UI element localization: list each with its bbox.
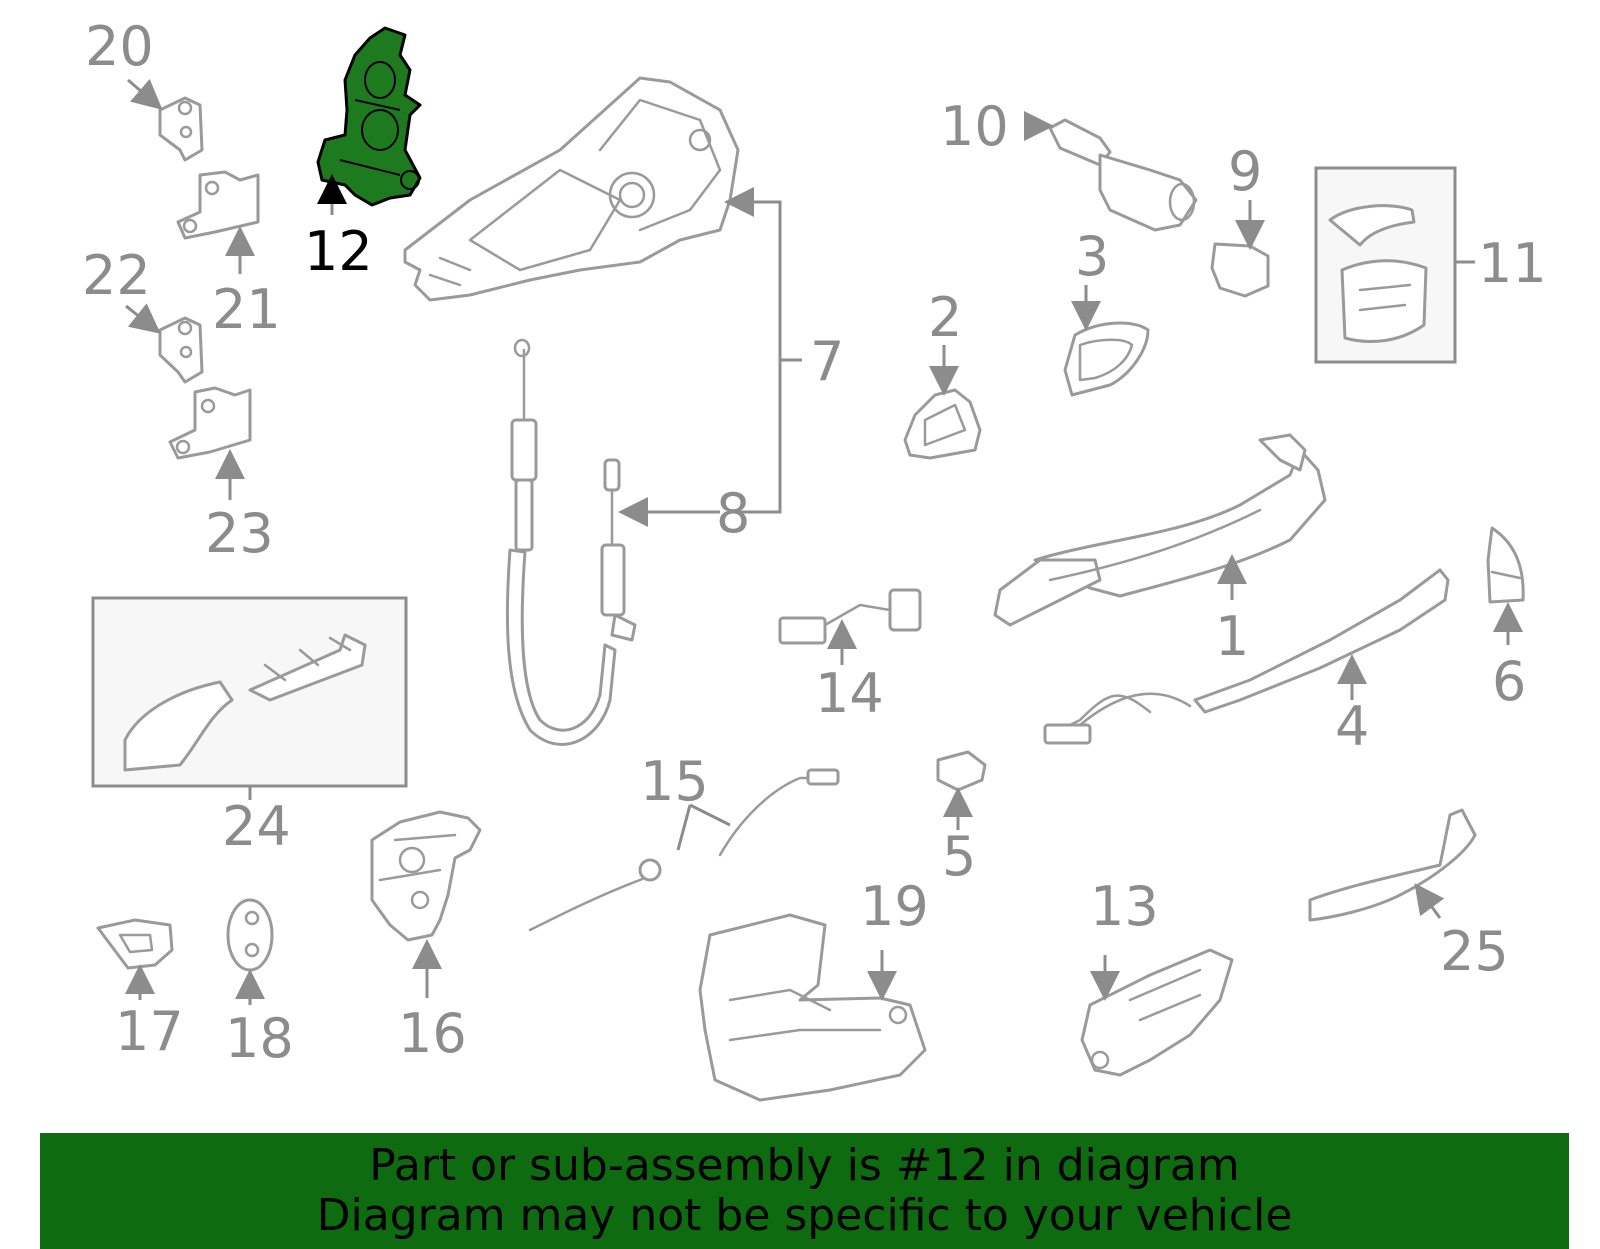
part-1 [993,433,1327,627]
part-20 [158,96,204,162]
callout-20: 20 [85,15,154,78]
callout-23: 23 [205,502,274,565]
callout-2: 2 [928,286,962,349]
callout-25: 25 [1440,920,1509,983]
callout-17: 17 [115,1000,184,1063]
callout-16: 16 [398,1002,467,1065]
callout-10: 10 [940,95,1009,158]
part-21 [176,170,260,240]
callout-18: 18 [225,1007,294,1070]
callout-13: 13 [1090,875,1159,938]
part-19 [698,913,927,1102]
callout-11: 11 [1478,232,1547,295]
callout-19: 19 [860,875,929,938]
part-11 [1328,204,1428,343]
part-16 [370,810,482,942]
part-7 [403,76,740,302]
callout-6: 6 [1492,650,1526,713]
callout-24: 24 [222,795,291,858]
callout-7: 7 [810,330,844,393]
part-13 [1080,948,1234,1077]
callout-5: 5 [942,825,976,888]
part-3 [1063,321,1150,397]
callout-21: 21 [212,278,281,341]
part-24 [123,633,367,772]
part-12-highlighted[interactable] [316,26,422,207]
part-22 [158,316,204,384]
part-4 [1043,568,1450,745]
part-5 [936,750,987,792]
callout-12: 12 [304,220,373,283]
callout-4: 4 [1335,695,1369,758]
part-18 [226,898,274,972]
banner-line-1: Part or sub-assembly is #12 in diagram [369,1140,1240,1191]
part-15 [528,768,840,932]
callout-15: 15 [640,750,709,813]
part-8 [505,338,637,746]
part-25 [1308,808,1477,922]
info-banner: Part or sub-assembly is #12 in diagram D… [40,1133,1569,1249]
part-14 [778,588,922,645]
part-6 [1486,526,1525,604]
callout-14: 14 [815,662,884,725]
part-23 [168,386,252,460]
callout-8: 8 [716,482,750,545]
part-2 [903,388,982,460]
callout-1: 1 [1215,605,1249,668]
callout-3: 3 [1075,225,1109,288]
part-17 [96,918,174,970]
callout-22: 22 [82,244,151,307]
part-9 [1210,242,1270,298]
banner-line-2: Diagram may not be specific to your vehi… [316,1190,1293,1241]
callout-9: 9 [1228,140,1262,203]
part-10 [1048,118,1198,232]
